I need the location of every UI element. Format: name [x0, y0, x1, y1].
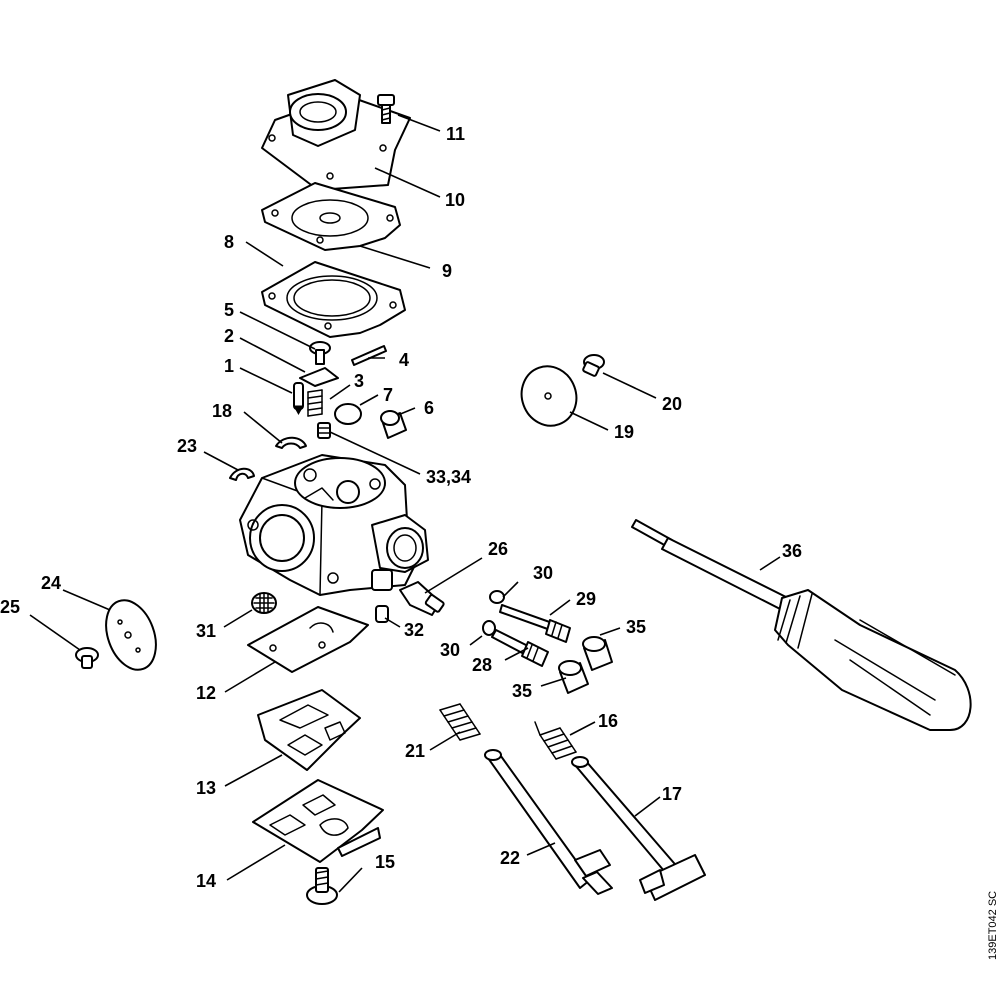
part-20-screw: [582, 354, 605, 377]
part-30-o-ring-upper: [489, 590, 505, 604]
part-35-sleeve-lower: [558, 660, 589, 694]
part-9-diaphragm: [261, 182, 401, 251]
part-23-circlip: [229, 467, 255, 481]
callout-3: 3: [354, 371, 364, 391]
leader-lines: [29, 114, 781, 893]
part-7-plug: [334, 403, 362, 425]
callout-32: 32: [404, 620, 424, 640]
part-16-spring: [534, 721, 577, 760]
callout-2: 2: [224, 326, 234, 346]
part-31-strainer: [251, 592, 277, 614]
part-19-cover-disc: [520, 365, 578, 427]
part-35-sleeve-upper: [582, 636, 613, 671]
callout-23: 23: [177, 436, 197, 456]
callout-18: 18: [212, 401, 232, 421]
part-1-needle: [293, 382, 304, 416]
carburetor-body: [239, 454, 429, 596]
callout-35-upper: 35: [626, 617, 646, 637]
part-5-screw: [309, 341, 331, 365]
part-36-screwdriver: [631, 519, 972, 731]
callout-11: 11: [446, 124, 465, 144]
callout-13: 13: [196, 778, 216, 798]
part-28-adjusting-screw: [491, 629, 549, 667]
part-6-plug: [380, 410, 407, 439]
callout-12: 12: [196, 683, 216, 703]
callout-26: 26: [488, 539, 508, 559]
callout-33-34: 33,34: [426, 467, 471, 487]
part-10-cover: [261, 79, 411, 191]
part-13-diaphragm: [257, 689, 361, 771]
part-18-circlip: [275, 436, 307, 449]
callout-6: 6: [424, 398, 434, 418]
callout-16: 16: [598, 711, 618, 731]
part-21-spring: [439, 703, 481, 741]
part-33-34-plug: [317, 422, 331, 439]
callout-31: 31: [196, 621, 216, 641]
part-26-screw: [399, 581, 445, 616]
part-11-screw: [377, 94, 395, 124]
callout-9: 9: [442, 261, 452, 281]
part-24-cover: [105, 599, 157, 671]
part-3-spring: [307, 389, 323, 417]
callout-19: 19: [614, 422, 634, 442]
callout-5: 5: [224, 300, 234, 320]
callout-35-lower: 35: [512, 681, 532, 701]
callout-8: 8: [224, 232, 234, 252]
callout-24: 24: [41, 573, 61, 593]
part-25-screw: [75, 647, 99, 669]
part-29-adjusting-screw: [499, 604, 571, 643]
callout-10: 10: [445, 190, 465, 210]
part-17-shaft: [571, 756, 706, 901]
callout-25: 25: [0, 597, 20, 617]
part-8-gasket: [261, 261, 406, 338]
part-2-lever: [299, 367, 339, 387]
callout-15: 15: [375, 852, 395, 872]
callout-30-lower: 30: [440, 640, 460, 660]
callout-36: 36: [782, 541, 802, 561]
callout-7: 7: [383, 385, 393, 405]
callout-4: 4: [399, 350, 409, 370]
part-4-pin: [351, 345, 387, 366]
drawing-code: 139ET042 SC: [987, 891, 999, 960]
callout-14: 14: [196, 871, 216, 891]
part-15-screw: [306, 867, 338, 905]
part-14-plate: [252, 779, 384, 863]
callout-29: 29: [576, 589, 596, 609]
callout-20: 20: [662, 394, 682, 414]
callout-30-upper: 30: [533, 563, 553, 583]
callout-28: 28: [472, 655, 492, 675]
callout-21: 21: [405, 741, 425, 761]
part-30-o-ring-lower: [482, 620, 496, 636]
callout-1: 1: [224, 356, 234, 376]
callout-22: 22: [500, 848, 520, 868]
part-12-gasket: [247, 606, 369, 673]
callout-17: 17: [662, 784, 682, 804]
